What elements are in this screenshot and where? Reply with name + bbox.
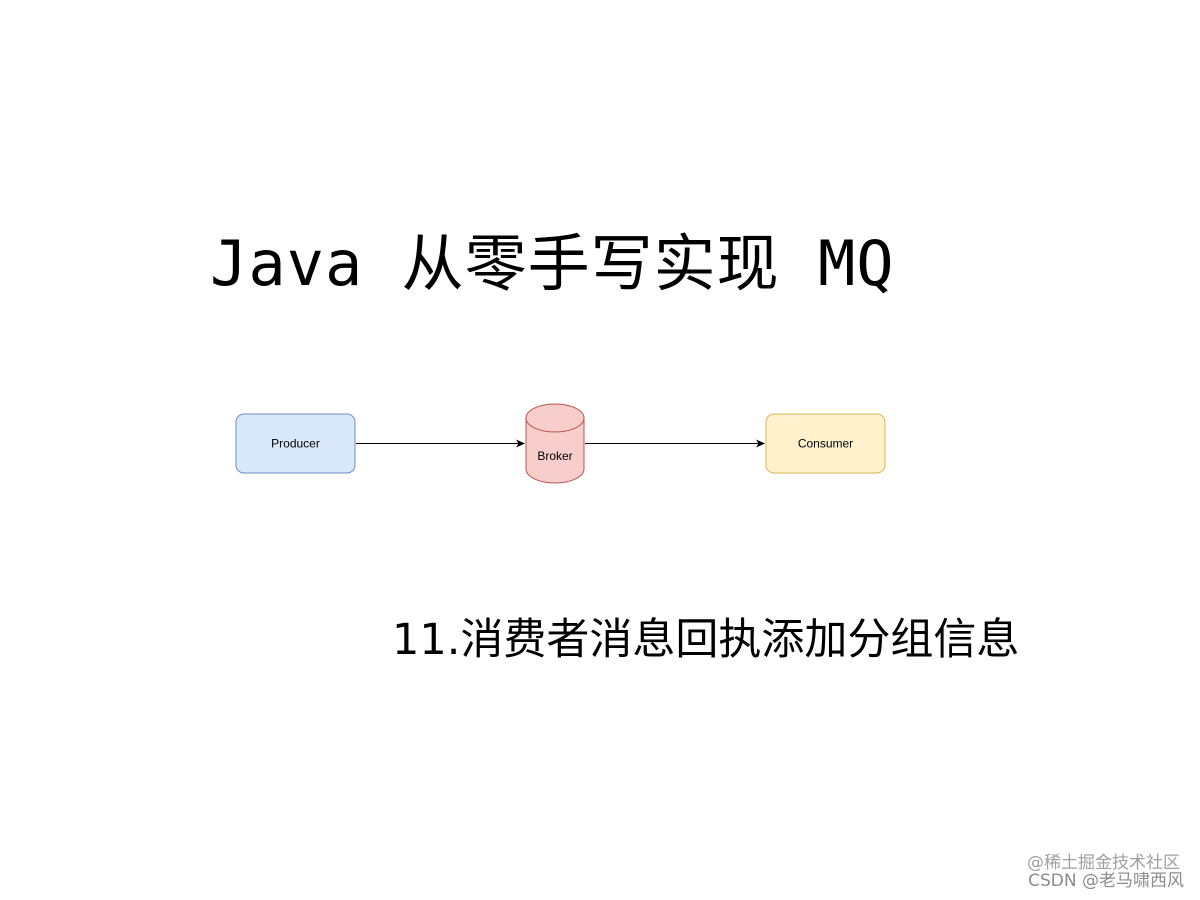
producer-node: Producer (235, 413, 356, 474)
producer-box (235, 413, 356, 474)
watermark-csdn: CSDN @老马啸西风 (1028, 871, 1184, 891)
broker-cylinder-body (525, 418, 585, 484)
watermark: @稀土掘金技术社区 CSDN @老马啸西风 (984, 850, 1184, 900)
broker-cylinder-top (525, 403, 585, 433)
consumer-node: Consumer (765, 413, 886, 474)
broker-label: Broker (537, 449, 572, 463)
broker-node: Broker (525, 403, 585, 484)
chapter-subtitle: 11.消费者消息回执添加分组信息 (392, 615, 1020, 665)
consumer-label: Consumer (798, 437, 853, 451)
watermark-juejin: @稀土掘金技术社区 (1027, 853, 1180, 873)
producer-label: Producer (271, 437, 320, 451)
page-title: Java 从零手写实现 MQ (210, 227, 895, 300)
consumer-box (765, 413, 886, 474)
